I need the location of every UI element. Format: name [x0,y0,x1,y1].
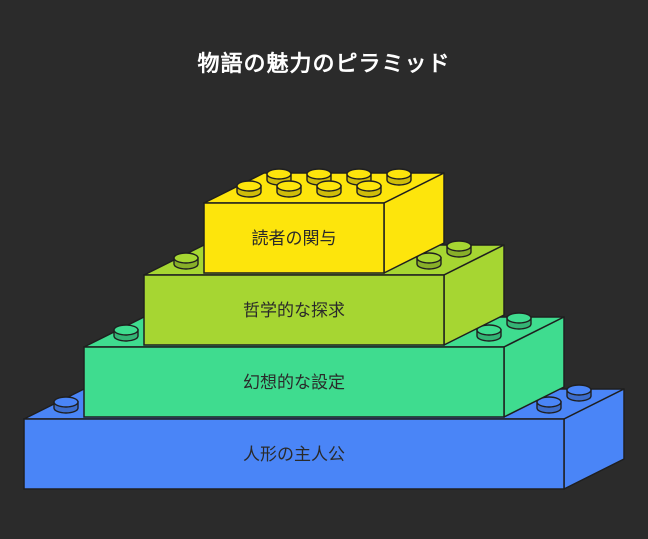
level-label: 人形の主人公 [243,445,345,465]
brick-stud [113,324,139,342]
brick-stud [356,180,382,198]
brick-stud [276,180,302,198]
diagram-title: 物語の魅力のピラミッド [197,52,451,77]
level-label: 哲学的な探求 [243,301,345,321]
brick-stud [416,252,442,270]
brick-front-face [143,274,445,346]
brick-stud [236,180,262,198]
brick-front-face [23,418,565,490]
brick-stud [446,240,472,258]
brick-stud [173,252,199,270]
brick-stud [506,312,532,330]
brick-front-face [83,346,505,418]
level-label: 幻想的な設定 [243,373,345,393]
level-label: 読者の関与 [252,229,337,249]
brick-stud [306,168,332,186]
brick-stud [536,396,562,414]
brick-stud [316,180,342,198]
brick-stud [386,168,412,186]
brick-front-face [203,202,385,274]
pyramid-level-top: 読者の関与 [203,168,445,274]
brick-stud [53,396,79,414]
brick-stud [566,384,592,402]
brick-stud [346,168,372,186]
brick-stud [476,324,502,342]
